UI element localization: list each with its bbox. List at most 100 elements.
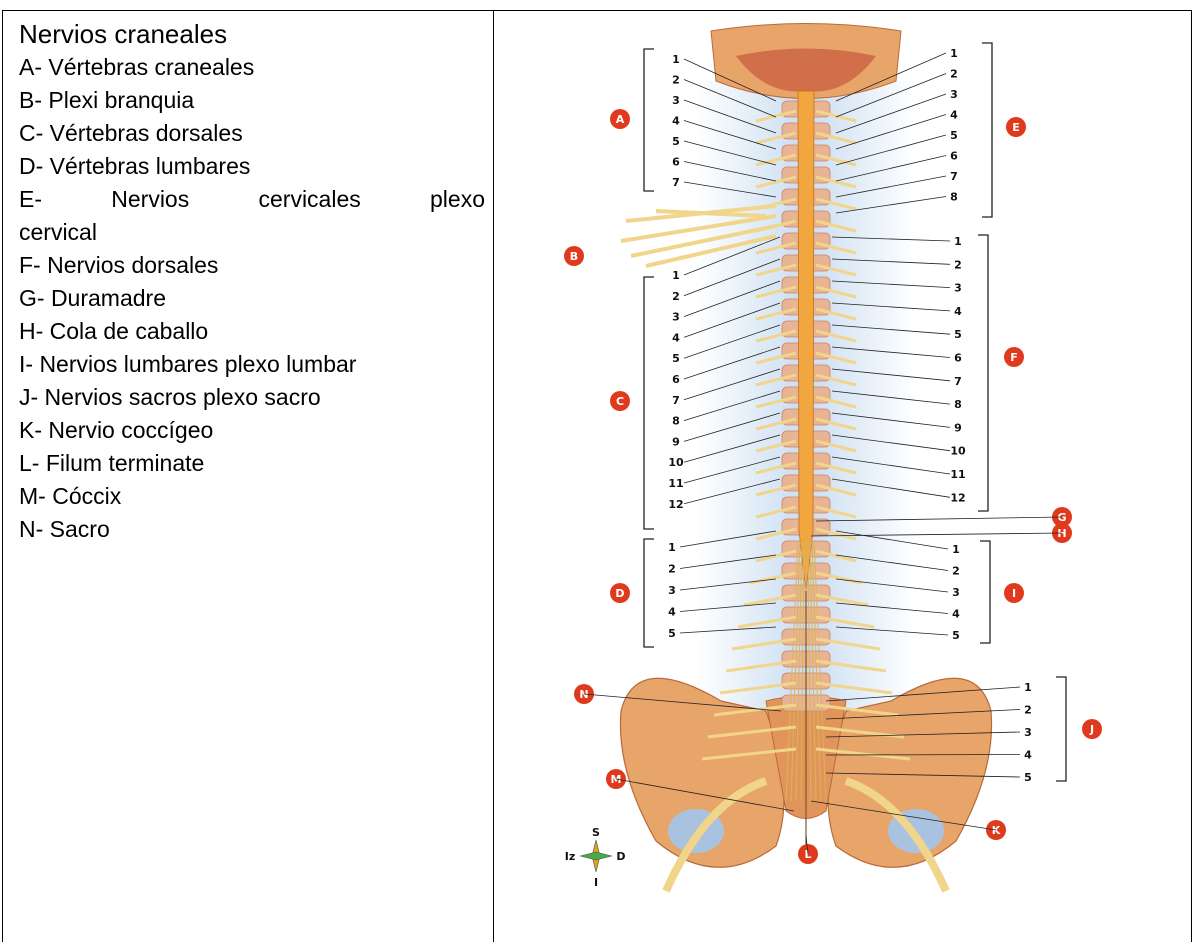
legend-item-g: G- Duramadre bbox=[19, 282, 485, 315]
legend-item-a: A- Vértebras craneales bbox=[19, 51, 485, 84]
cervical-number-left: 7 bbox=[672, 176, 680, 189]
cervical-number-left: 2 bbox=[672, 74, 680, 87]
bracket-i bbox=[980, 541, 990, 643]
cervical-number-right: 4 bbox=[950, 109, 958, 122]
dorsal-number-right: 5 bbox=[954, 328, 962, 341]
dorsal-number-left: 1 bbox=[672, 269, 680, 282]
legend-title: Nervios craneales bbox=[19, 17, 493, 51]
spinal-cord bbox=[798, 91, 814, 591]
dorsal-number-left: 10 bbox=[668, 456, 684, 469]
label-badge-text-h: H bbox=[1057, 527, 1066, 540]
dorsal-number-right: 1 bbox=[954, 235, 962, 248]
cervical-number-left: 5 bbox=[672, 135, 680, 148]
legend-column: Nervios craneales A- Vértebras craneales… bbox=[3, 11, 494, 942]
dorsal-number-right: 8 bbox=[954, 398, 962, 411]
label-badge-text-j: J bbox=[1089, 723, 1094, 736]
cervical-number-right: 2 bbox=[950, 68, 958, 81]
lumbar-number-right: 3 bbox=[952, 586, 960, 599]
dorsal-number-left: 12 bbox=[668, 498, 683, 511]
lumbar-number-left: 5 bbox=[668, 627, 676, 640]
sacral-number: 1 bbox=[1024, 681, 1032, 694]
dorsal-number-left: 5 bbox=[672, 352, 680, 365]
dorsal-number-right: 4 bbox=[954, 305, 962, 318]
legend-item-e-cont: cervical bbox=[19, 216, 485, 249]
bracket-a bbox=[644, 49, 654, 191]
dorsal-number-left: 8 bbox=[672, 415, 680, 428]
dorsal-number-left: 2 bbox=[672, 290, 680, 303]
lumbar-number-left: 4 bbox=[668, 606, 676, 619]
cervical-number-right: 6 bbox=[950, 150, 958, 163]
dorsal-number-right: 2 bbox=[954, 258, 962, 271]
spinal-nerves-diagram: 1234567123456781234567891011121234567891… bbox=[496, 11, 1191, 943]
label-badge-text-e: E bbox=[1012, 121, 1020, 134]
compass-bottom: I bbox=[594, 876, 598, 889]
cervical-number-right: 5 bbox=[950, 129, 958, 142]
lumbar-number-right: 5 bbox=[952, 629, 960, 642]
cervical-number-left: 4 bbox=[672, 115, 680, 128]
label-badge-text-g: G bbox=[1057, 511, 1066, 524]
dorsal-number-right: 3 bbox=[954, 282, 962, 295]
legend-item-k: K- Nervio coccígeo bbox=[19, 414, 485, 447]
compass-right: D bbox=[616, 850, 625, 863]
lumbar-number-right: 1 bbox=[952, 543, 960, 556]
lumbar-number-left: 1 bbox=[668, 541, 676, 554]
dorsal-number-right: 11 bbox=[950, 468, 965, 481]
label-badge-text-l: L bbox=[804, 848, 811, 861]
dorsal-number-left: 3 bbox=[672, 311, 680, 324]
compass-horizontal-arrow bbox=[580, 852, 612, 860]
legend-item-h: H- Cola de caballo bbox=[19, 315, 485, 348]
legend-item-d: D- Vértebras lumbares bbox=[19, 150, 485, 183]
sacral-number: 3 bbox=[1024, 726, 1032, 739]
dorsal-number-left: 11 bbox=[668, 477, 683, 490]
bracket-d bbox=[644, 539, 654, 647]
cervical-number-right: 7 bbox=[950, 170, 958, 183]
dorsal-number-left: 9 bbox=[672, 435, 680, 448]
dorsal-number-right: 10 bbox=[950, 445, 966, 458]
bracket-c bbox=[644, 277, 654, 529]
cervical-number-left: 6 bbox=[672, 156, 680, 169]
sacral-number: 4 bbox=[1024, 749, 1032, 762]
sacral-number: 2 bbox=[1024, 704, 1032, 717]
sacral-number: 5 bbox=[1024, 771, 1032, 784]
legend-item-j: J- Nervios sacros plexo sacro bbox=[19, 381, 485, 414]
cervical-number-right: 8 bbox=[950, 191, 958, 204]
legend-item-e: E- Nervios cervicales plexo bbox=[19, 183, 485, 216]
lumbar-number-left: 2 bbox=[668, 563, 676, 576]
label-badge-text-b: B bbox=[570, 250, 578, 263]
label-badge-text-k: K bbox=[992, 824, 1001, 837]
legend-list: A- Vértebras craneales B- Plexi branquia… bbox=[19, 51, 485, 546]
cervical-number-left: 1 bbox=[672, 53, 680, 66]
label-badge-text-i: I bbox=[1012, 587, 1016, 600]
dorsal-number-left: 4 bbox=[672, 331, 680, 344]
legend-item-l: L- Filum terminate bbox=[19, 447, 485, 480]
legend-item-f: F- Nervios dorsales bbox=[19, 249, 485, 282]
dorsal-number-right: 6 bbox=[954, 352, 962, 365]
bracket-j bbox=[1056, 677, 1066, 781]
cervical-number-left: 3 bbox=[672, 94, 680, 107]
label-badge-text-f: F bbox=[1010, 351, 1018, 364]
legend-item-i: I- Nervios lumbares plexo lumbar bbox=[19, 348, 485, 381]
dorsal-number-right: 12 bbox=[950, 491, 965, 504]
cervical-number-right: 3 bbox=[950, 88, 958, 101]
dorsal-number-right: 9 bbox=[954, 421, 962, 434]
dorsal-number-left: 6 bbox=[672, 373, 680, 386]
label-badge-text-d: D bbox=[615, 587, 624, 600]
legend-item-b: B- Plexi branquia bbox=[19, 84, 485, 117]
legend-item-c: C- Vértebras dorsales bbox=[19, 117, 485, 150]
lumbar-number-right: 4 bbox=[952, 608, 960, 621]
cervical-number-right: 1 bbox=[950, 47, 958, 60]
content-table: Nervios craneales A- Vértebras craneales… bbox=[2, 10, 1192, 942]
legend-item-n: N- Sacro bbox=[19, 513, 485, 546]
compass-left: Iz bbox=[565, 850, 576, 863]
dorsal-number-left: 7 bbox=[672, 394, 680, 407]
lumbar-number-right: 2 bbox=[952, 565, 960, 578]
bracket-f bbox=[978, 235, 988, 511]
dorsal-number-right: 7 bbox=[954, 375, 962, 388]
leader-line bbox=[826, 755, 1020, 756]
compass-top: S bbox=[592, 826, 600, 839]
label-badge-text-c: C bbox=[616, 395, 624, 408]
lumbar-number-left: 3 bbox=[668, 584, 676, 597]
bracket-e bbox=[982, 43, 992, 217]
legend-item-m: M- Cóccix bbox=[19, 480, 485, 513]
